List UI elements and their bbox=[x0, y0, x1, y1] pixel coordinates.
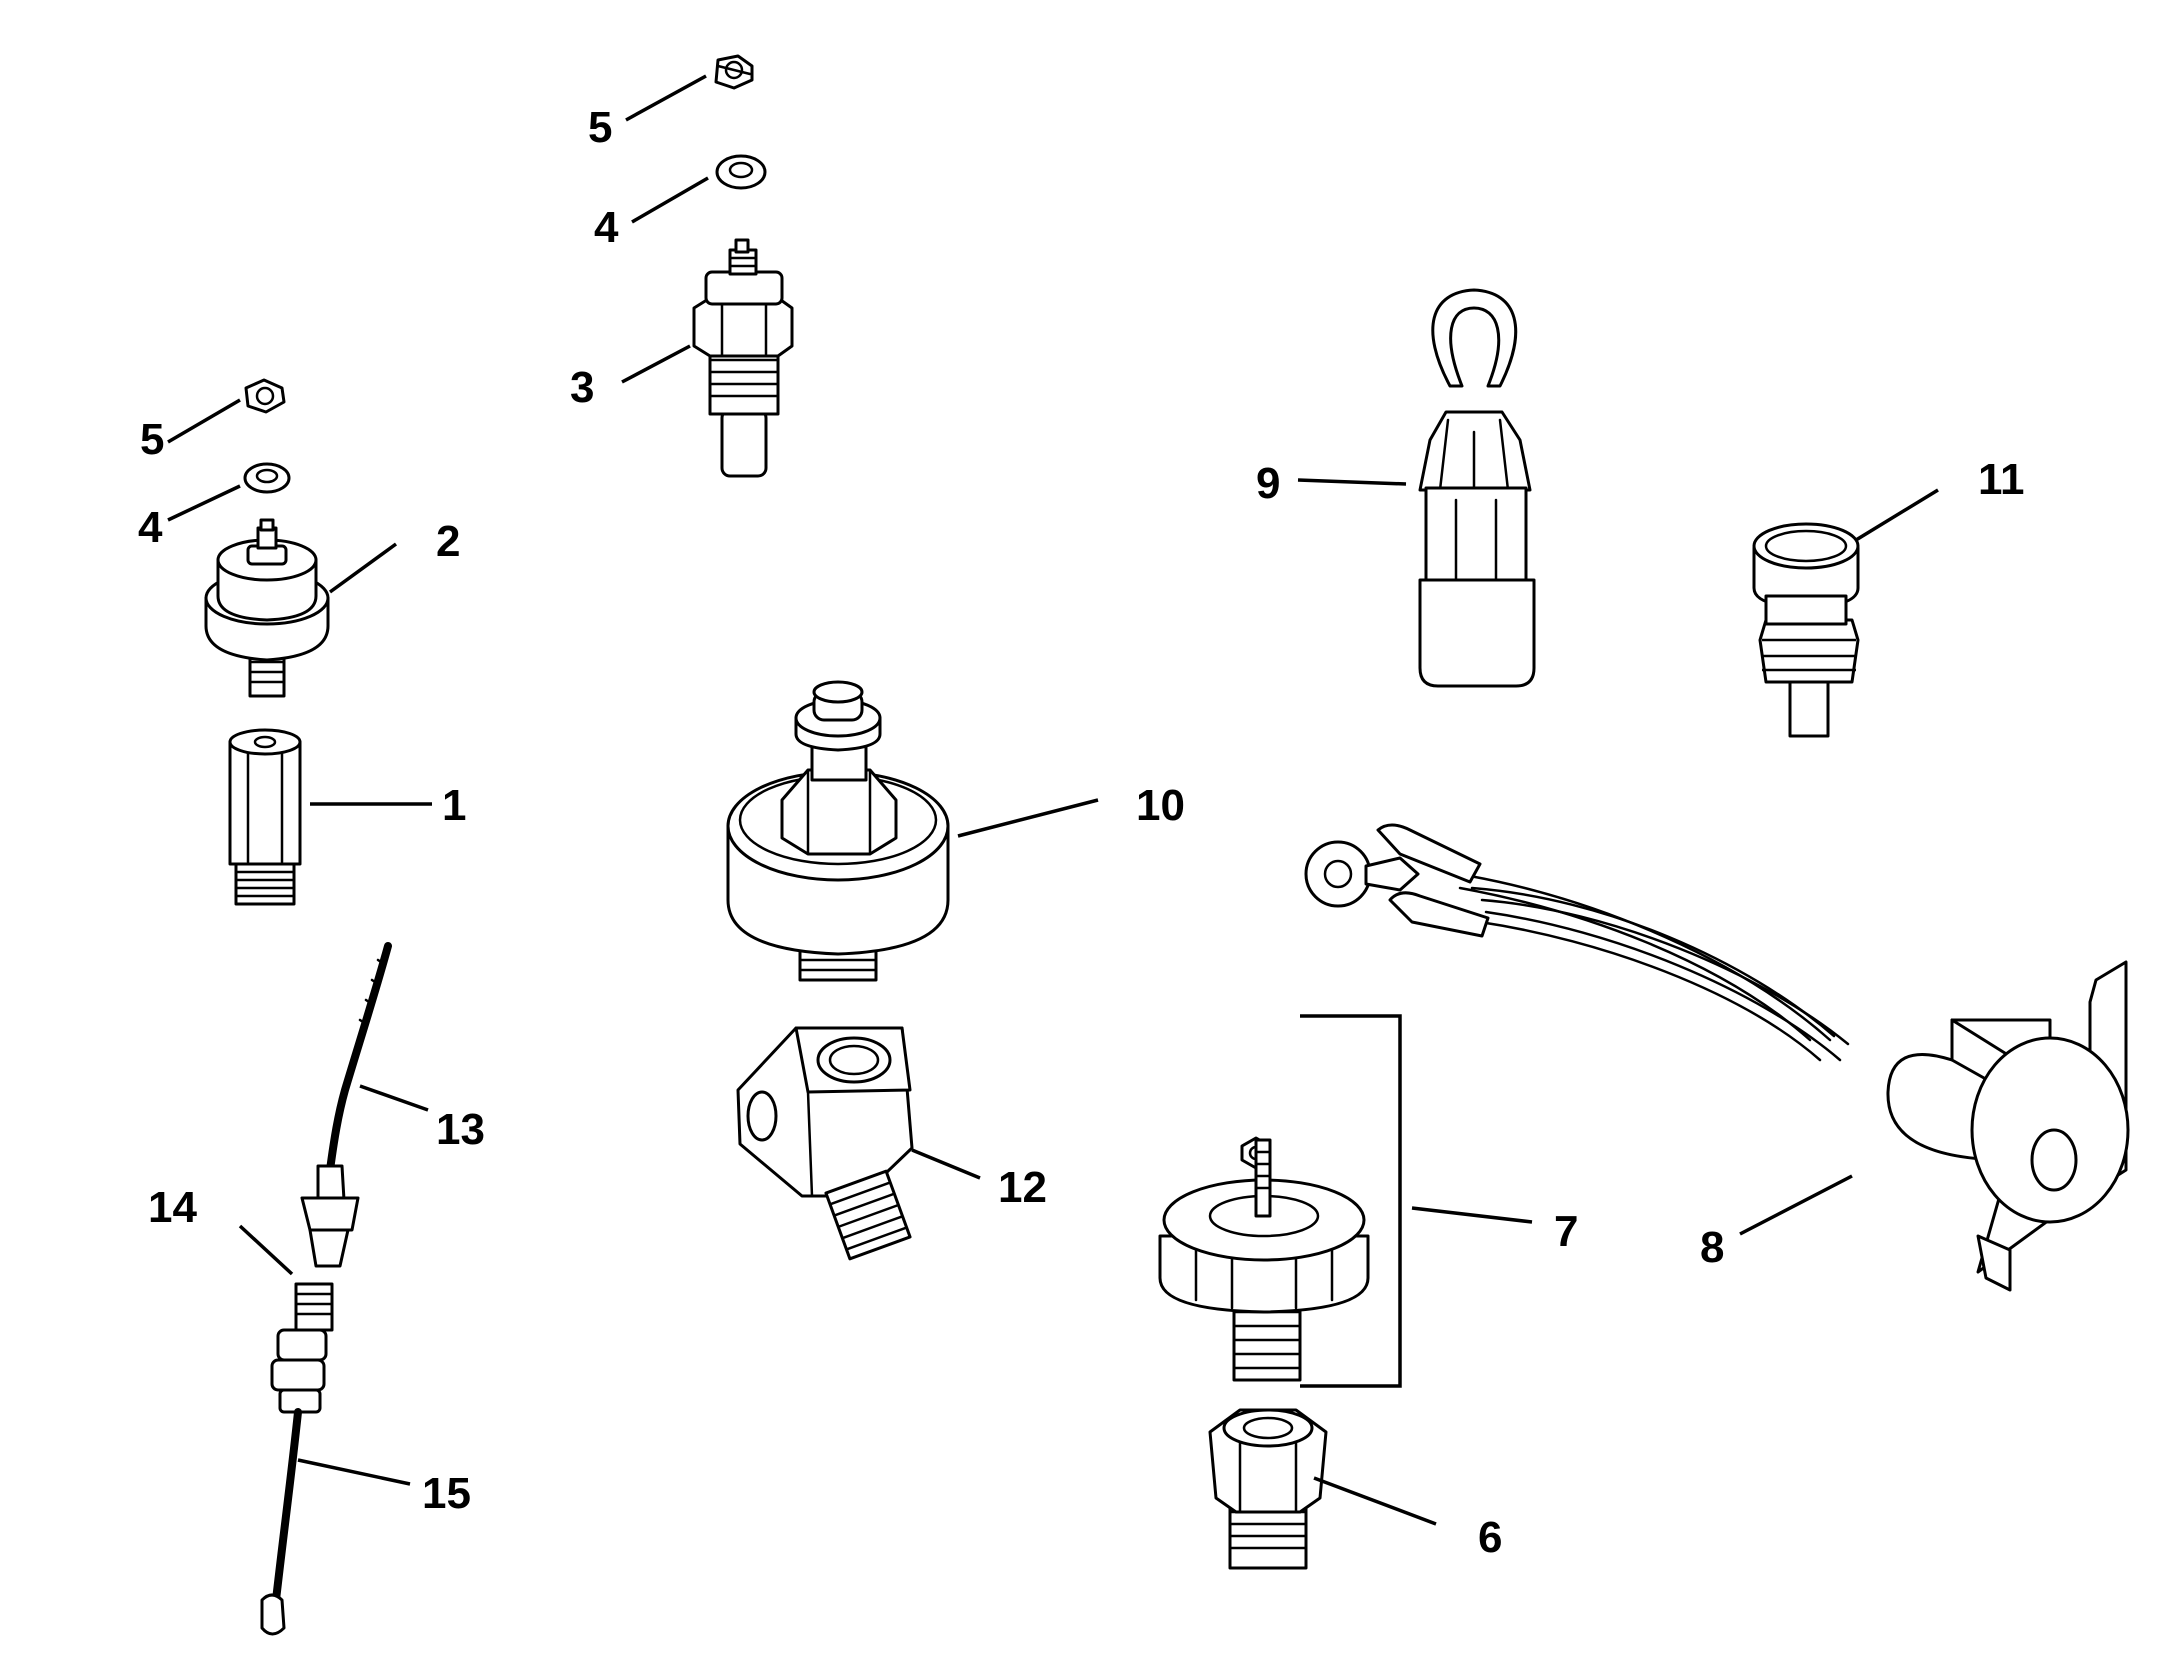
part-15-wire bbox=[260, 1328, 328, 1636]
callout-4-upper: 4 bbox=[594, 203, 619, 252]
callout-5-lower: 5 bbox=[140, 415, 164, 464]
leader-3 bbox=[621, 344, 691, 384]
callout-3: 3 bbox=[570, 363, 594, 412]
part-11-sensor bbox=[1752, 522, 1860, 738]
part-4-lower-washer bbox=[243, 462, 291, 494]
part-5-upper-nut bbox=[714, 54, 754, 90]
leader-14 bbox=[238, 1224, 294, 1276]
leader-5-upper bbox=[625, 74, 707, 122]
callout-5-upper: 5 bbox=[588, 103, 612, 152]
part-12-elbow bbox=[736, 1026, 914, 1261]
leader-6 bbox=[1313, 1476, 1437, 1526]
part-3-sender bbox=[692, 238, 794, 478]
callout-4-lower: 4 bbox=[138, 503, 163, 552]
leader-4-upper bbox=[631, 176, 709, 224]
callout-8: 8 bbox=[1700, 1223, 1724, 1272]
callout-13: 13 bbox=[436, 1105, 485, 1154]
leader-2 bbox=[328, 542, 398, 594]
callout-14: 14 bbox=[148, 1183, 197, 1232]
part-7-bracket bbox=[1300, 1014, 1402, 1388]
leader-5-lower bbox=[167, 398, 241, 444]
part-10-knock-sensor bbox=[726, 680, 950, 982]
leader-12 bbox=[911, 1148, 981, 1180]
leader-4-lower bbox=[167, 484, 241, 522]
part-8-harness bbox=[1304, 823, 2130, 1292]
callout-6: 6 bbox=[1478, 1513, 1502, 1562]
callout-11: 11 bbox=[1978, 455, 2025, 504]
part-1-adapter bbox=[228, 728, 302, 906]
callout-9: 9 bbox=[1256, 459, 1280, 508]
leader-7 bbox=[1411, 1206, 1533, 1224]
part-13-wire bbox=[300, 942, 392, 1232]
leader-15 bbox=[297, 1458, 411, 1486]
leader-11 bbox=[1855, 488, 1939, 542]
callout-10: 10 bbox=[1136, 781, 1185, 830]
leader-13 bbox=[359, 1084, 429, 1112]
leader-8 bbox=[1739, 1174, 1853, 1236]
part-6-adapter bbox=[1208, 1408, 1328, 1570]
part-5-lower-nut bbox=[244, 378, 286, 414]
callout-7: 7 bbox=[1554, 1207, 1578, 1256]
callout-15: 15 bbox=[422, 1469, 471, 1518]
part-7-switch bbox=[1158, 1136, 1370, 1382]
part-9-connector bbox=[1418, 288, 1536, 688]
callout-12: 12 bbox=[998, 1163, 1047, 1212]
part-14-terminal bbox=[294, 1228, 350, 1332]
leader-10 bbox=[957, 798, 1099, 838]
leader-9 bbox=[1297, 478, 1407, 486]
part-4-upper-washer bbox=[715, 154, 767, 190]
callout-2: 2 bbox=[436, 517, 460, 566]
part-2-sender bbox=[204, 518, 330, 698]
callout-1: 1 bbox=[442, 781, 466, 830]
